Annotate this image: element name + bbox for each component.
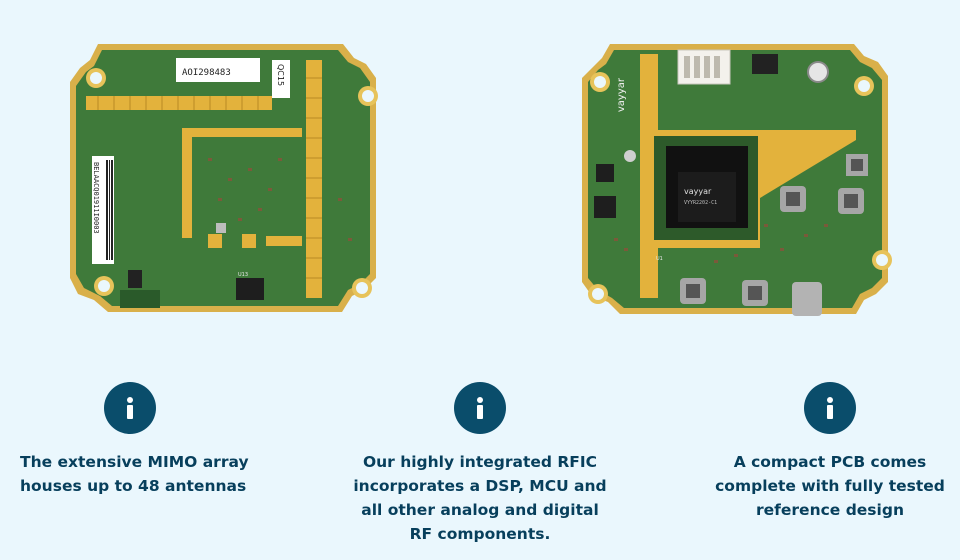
feature-text: Our highly integrated RFIC incorporates … <box>345 450 615 546</box>
back-chip-label: U1 <box>656 256 663 262</box>
feature-text-line: The extensive MIMO array <box>20 453 249 471</box>
feature-text-line: incorporates a DSP, MCU and <box>353 477 607 495</box>
serial-label-text: AOI298483 <box>182 68 231 78</box>
info-icon <box>804 382 856 434</box>
pcb-back-illustration: vayyar VYYR2202-C1 U1 vayyar <box>582 44 892 316</box>
feature-text-line: Our highly integrated RFIC <box>362 453 598 471</box>
board-brand-text: vayyar <box>616 77 627 112</box>
feature-text: The extensive MIMO array houses up to 48… <box>0 450 260 498</box>
feature-text-line: houses up to 48 antennas <box>20 477 247 495</box>
barcode-label-text: BELAACQ01911I0003 <box>92 162 100 234</box>
features-section: The extensive MIMO array houses up to 48… <box>0 382 960 560</box>
feature-text: A compact PCB comes complete with fully … <box>700 450 960 522</box>
info-icon <box>104 382 156 434</box>
feature-mimo-array: The extensive MIMO array houses up to 48… <box>0 382 260 498</box>
feature-text-line: reference design <box>756 501 904 519</box>
chip-brand-text: vayyar <box>684 187 712 196</box>
chip-model-text: VYYR2202-C1 <box>684 200 717 206</box>
feature-text-line: all other analog and digital <box>361 501 599 519</box>
pcb-front-illustration: AOI298483 QC15 BELAACQ01911I0003 U13 <box>70 44 378 312</box>
feature-text-line: complete with fully tested <box>715 477 945 495</box>
feature-text-line: RF components. <box>409 525 551 543</box>
pcb-back-image: vayyar VYYR2202-C1 U1 vayyar <box>574 38 900 320</box>
qc-label-text: QC15 <box>276 64 285 86</box>
info-icon <box>454 382 506 434</box>
feature-rfic: Our highly integrated RFIC incorporates … <box>345 382 615 546</box>
feature-compact-pcb: A compact PCB comes complete with fully … <box>700 382 960 522</box>
feature-text-line: A compact PCB comes <box>733 453 927 471</box>
pcb-front-image: AOI298483 QC15 BELAACQ01911I0003 U13 <box>58 38 388 318</box>
front-chip-label: U13 <box>238 272 248 278</box>
